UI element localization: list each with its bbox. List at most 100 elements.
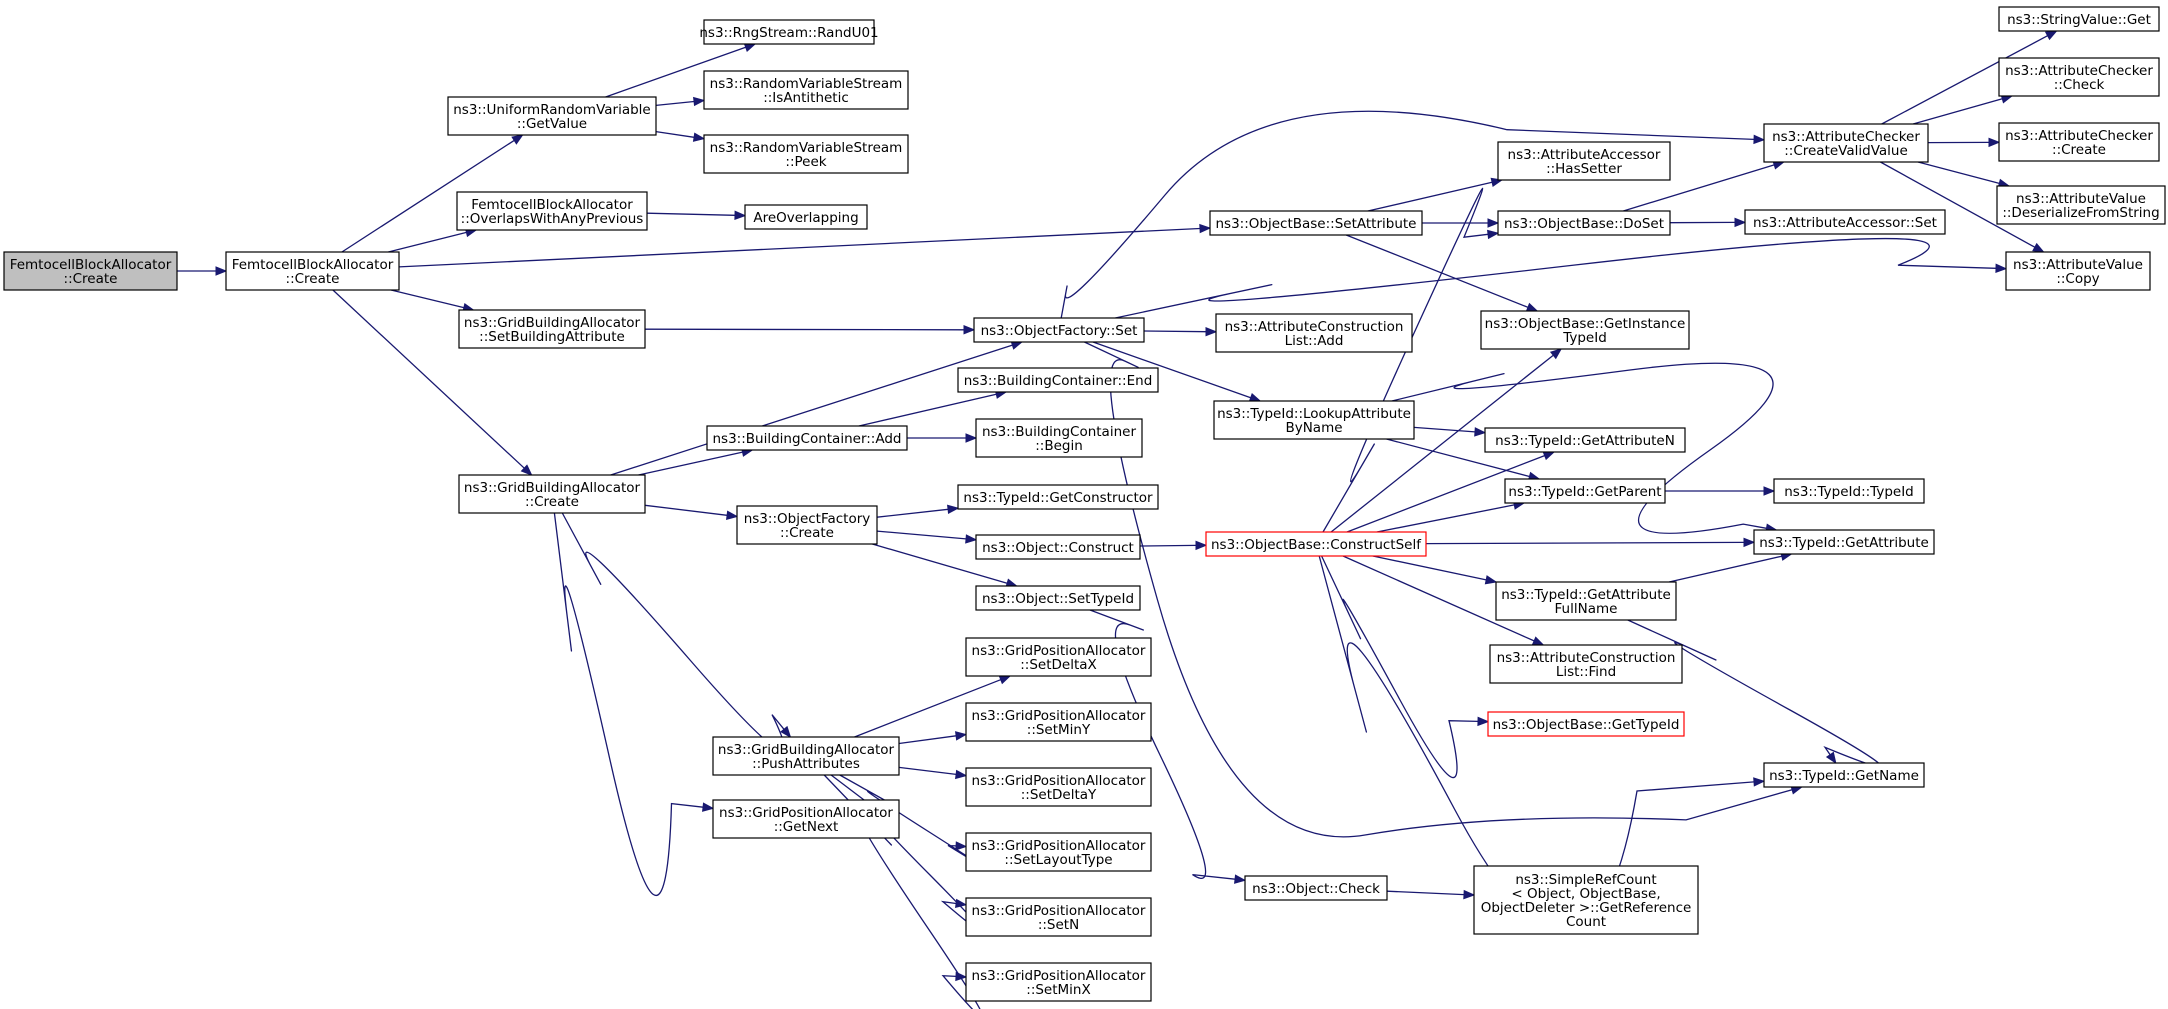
node-box[interactable]: [1998, 57, 2160, 97]
node-box[interactable]: [957, 484, 1159, 510]
node-box[interactable]: [1998, 122, 2160, 162]
node-box[interactable]: [1763, 123, 1929, 163]
node-box[interactable]: [225, 251, 400, 291]
node-gpa-setdeltay[interactable]: ns3::GridPositionAllocator::SetDeltaY: [965, 767, 1152, 807]
node-box[interactable]: [1484, 427, 1686, 453]
node-fba-overlaps[interactable]: FemtocellBlockAllocator::OverlapsWithAny…: [456, 191, 648, 231]
node-ob-constructself[interactable]: ns3::ObjectBase::ConstructSelf: [1205, 531, 1427, 557]
node-box[interactable]: [1205, 531, 1427, 557]
node-box[interactable]: [965, 832, 1152, 872]
node-box[interactable]: [703, 19, 875, 45]
node-are-overlapping[interactable]: AreOverlapping: [744, 204, 868, 230]
node-box[interactable]: [1480, 310, 1690, 350]
node-box[interactable]: [3, 251, 178, 291]
node-box[interactable]: [712, 736, 900, 776]
node-aa-set[interactable]: ns3::AttributeAccessor::Set: [1744, 209, 1946, 235]
node-gba-pushattributes[interactable]: ns3::GridBuildingAllocator::PushAttribut…: [712, 736, 900, 776]
node-ob-doset[interactable]: ns3::ObjectBase::DoSet: [1497, 210, 1671, 236]
node-box[interactable]: [965, 702, 1152, 742]
node-av-deserialize[interactable]: ns3::AttributeValue::DeserializeFromStri…: [1996, 185, 2166, 225]
node-bc-end[interactable]: ns3::BuildingContainer::End: [957, 367, 1159, 393]
node-of-set[interactable]: ns3::ObjectFactory::Set: [973, 317, 1145, 343]
node-box[interactable]: [456, 191, 648, 231]
node-ac-createvalidvalue[interactable]: ns3::AttributeChecker::CreateValidValue: [1763, 123, 1929, 163]
node-gpa-getnext[interactable]: ns3::GridPositionAllocator::GetNext: [712, 799, 900, 839]
node-box[interactable]: [458, 309, 646, 349]
node-box[interactable]: [965, 962, 1152, 1002]
node-obj-check[interactable]: ns3::Object::Check: [1244, 875, 1388, 901]
node-box[interactable]: [1497, 210, 1671, 236]
node-box[interactable]: [706, 425, 908, 451]
node-box[interactable]: [973, 317, 1145, 343]
node-box[interactable]: [957, 367, 1159, 393]
node-box[interactable]: [458, 474, 646, 514]
node-box[interactable]: [1213, 400, 1415, 440]
node-tid-getparent[interactable]: ns3::TypeId::GetParent: [1504, 478, 1666, 504]
node-gpa-setn[interactable]: ns3::GridPositionAllocator::SetN: [965, 897, 1152, 937]
node-of-create[interactable]: ns3::ObjectFactory::Create: [736, 505, 878, 545]
node-av-copy[interactable]: ns3::AttributeValue::Copy: [2005, 251, 2151, 291]
node-ob-setattribute[interactable]: ns3::ObjectBase::SetAttribute: [1209, 210, 1423, 236]
node-rng-randu01[interactable]: ns3::RngStream::RandU01: [699, 19, 879, 45]
node-tid-getconstructor[interactable]: ns3::TypeId::GetConstructor: [957, 484, 1159, 510]
node-obj-construct[interactable]: ns3::Object::Construct: [975, 534, 1141, 560]
node-box[interactable]: [1473, 865, 1699, 935]
node-tid-typeid[interactable]: ns3::TypeId::TypeId: [1773, 478, 1925, 504]
node-urv-getvalue[interactable]: ns3::UniformRandomVariable::GetValue: [447, 96, 657, 136]
node-box[interactable]: [1504, 478, 1666, 504]
node-box[interactable]: [1998, 6, 2160, 32]
node-box[interactable]: [1209, 210, 1423, 236]
node-box[interactable]: [447, 96, 657, 136]
node-box[interactable]: [744, 204, 868, 230]
node-ac-create[interactable]: ns3::AttributeChecker::Create: [1998, 122, 2160, 162]
node-src-getreferencecount[interactable]: ns3::SimpleRefCount< Object, ObjectBase,…: [1473, 865, 1699, 935]
node-box[interactable]: [975, 585, 1141, 611]
node-box[interactable]: [1744, 209, 1946, 235]
node-box[interactable]: [1215, 313, 1413, 353]
node-box[interactable]: [975, 534, 1141, 560]
node-box[interactable]: [1773, 478, 1925, 504]
node-box[interactable]: [703, 70, 909, 110]
node-box[interactable]: [2005, 251, 2151, 291]
node-tid-getname[interactable]: ns3::TypeId::GetName: [1763, 762, 1925, 788]
node-box[interactable]: [965, 637, 1152, 677]
node-ac-check[interactable]: ns3::AttributeChecker::Check: [1998, 57, 2160, 97]
node-box[interactable]: [1495, 581, 1677, 621]
node-fba-create[interactable]: FemtocellBlockAllocator::Create: [225, 251, 400, 291]
node-box[interactable]: [1763, 762, 1925, 788]
node-rvs-peek[interactable]: ns3::RandomVariableStream::Peek: [703, 134, 909, 174]
node-box[interactable]: [1244, 875, 1388, 901]
node-gba-setbuildingattr[interactable]: ns3::GridBuildingAllocator::SetBuildingA…: [458, 309, 646, 349]
node-box[interactable]: [1497, 141, 1671, 181]
node-bc-add[interactable]: ns3::BuildingContainer::Add: [706, 425, 908, 451]
node-sv-get[interactable]: ns3::StringValue::Get: [1998, 6, 2160, 32]
node-aa-hassetter[interactable]: ns3::AttributeAccessor::HasSetter: [1497, 141, 1671, 181]
node-gpa-setlayouttype[interactable]: ns3::GridPositionAllocator::SetLayoutTyp…: [965, 832, 1152, 872]
node-box[interactable]: [736, 505, 878, 545]
node-ob-gettypeid[interactable]: ns3::ObjectBase::GetTypeId: [1487, 711, 1685, 737]
node-box[interactable]: [975, 418, 1143, 458]
node-root[interactable]: FemtocellBlockAllocator::Create: [3, 251, 178, 291]
node-box[interactable]: [712, 799, 900, 839]
node-tid-getattributen[interactable]: ns3::TypeId::GetAttributeN: [1484, 427, 1686, 453]
node-box[interactable]: [1996, 185, 2166, 225]
node-gpa-setminy[interactable]: ns3::GridPositionAllocator::SetMinY: [965, 702, 1152, 742]
node-bc-begin[interactable]: ns3::BuildingContainer::Begin: [975, 418, 1143, 458]
node-gba-create[interactable]: ns3::GridBuildingAllocator::Create: [458, 474, 646, 514]
node-box[interactable]: [1753, 529, 1935, 555]
node-gpa-setminx[interactable]: ns3::GridPositionAllocator::SetMinX: [965, 962, 1152, 1002]
node-box[interactable]: [703, 134, 909, 174]
node-box[interactable]: [1487, 711, 1685, 737]
node-tid-getattribute[interactable]: ns3::TypeId::GetAttribute: [1753, 529, 1935, 555]
node-rvs-isantithetic[interactable]: ns3::RandomVariableStream::IsAntithetic: [703, 70, 909, 110]
node-box[interactable]: [965, 767, 1152, 807]
node-obj-settypeid[interactable]: ns3::Object::SetTypeId: [975, 585, 1141, 611]
node-box[interactable]: [1489, 644, 1683, 684]
node-box[interactable]: [965, 897, 1152, 937]
node-gpa-setdeltax[interactable]: ns3::GridPositionAllocator::SetDeltaX: [965, 637, 1152, 677]
